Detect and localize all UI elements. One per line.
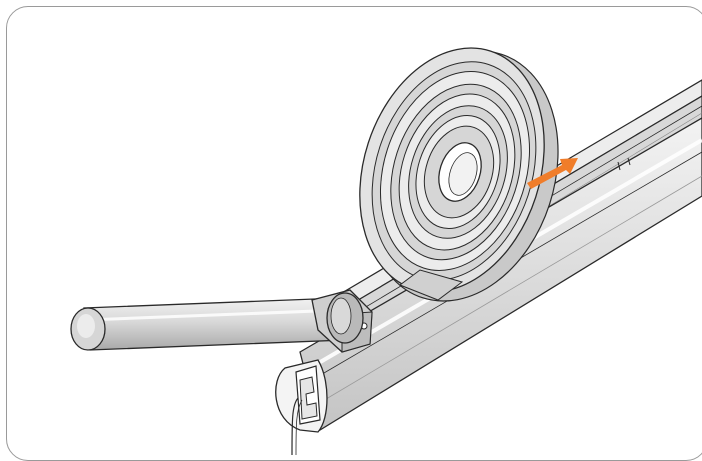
track-end-profile — [275, 359, 328, 455]
installation-tool — [70, 289, 373, 353]
direction-arrow-icon — [527, 158, 578, 189]
tape-roll — [359, 47, 559, 302]
